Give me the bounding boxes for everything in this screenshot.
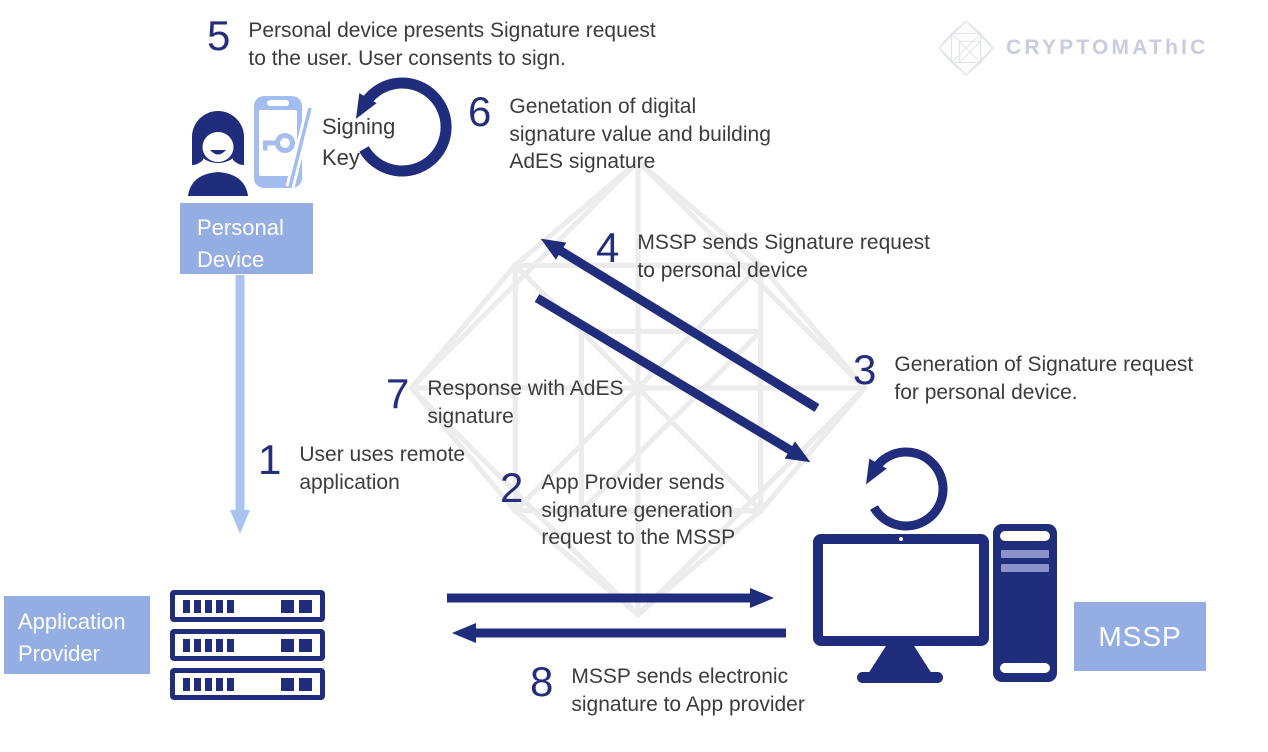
tower-top-slot bbox=[1000, 531, 1050, 541]
computer-tower-icon bbox=[993, 524, 1057, 682]
mssp-box: MSSP bbox=[1074, 602, 1206, 671]
step-6: 6 Genetation of digital signature value … bbox=[468, 88, 771, 176]
step-7: 7 Response with AdES signature bbox=[386, 370, 624, 430]
mssp-refresh-icon bbox=[865, 447, 948, 531]
monitor-stand-base bbox=[857, 672, 943, 683]
personal-device-box: Personal Device bbox=[180, 203, 313, 274]
step-5-number: 5 bbox=[207, 12, 231, 59]
tower-stripe bbox=[1001, 550, 1049, 558]
key-icon bbox=[263, 133, 295, 153]
server-rack-icon bbox=[170, 590, 325, 700]
user-icon bbox=[188, 111, 248, 196]
server-row bbox=[170, 590, 325, 622]
signing-key-label: Signing Key bbox=[322, 114, 396, 170]
stylus-icon bbox=[285, 106, 314, 189]
step-3-number: 3 bbox=[853, 346, 877, 393]
tower-stripe bbox=[1001, 564, 1049, 572]
cryptomathic-logo-icon bbox=[938, 20, 994, 76]
step-1-number: 1 bbox=[258, 436, 282, 483]
step-2-text: App Provider sends signature generation … bbox=[541, 471, 736, 550]
step-8-number: 8 bbox=[530, 658, 554, 705]
camera-dot bbox=[899, 537, 903, 541]
step-1: 1 User uses remote application bbox=[258, 436, 466, 496]
step-4-text: MSSP sends Signature request to personal… bbox=[637, 231, 930, 282]
step-4: 4 MSSP sends Signature request to person… bbox=[596, 224, 930, 284]
step-7-text: Response with AdES signature bbox=[427, 377, 624, 428]
server-row bbox=[170, 668, 325, 700]
step-4-number: 4 bbox=[596, 224, 620, 271]
brand-name: CRYPTOMAThIC bbox=[1006, 36, 1209, 59]
desktop-monitor-icon bbox=[813, 534, 989, 646]
application-provider-box: Application Provider bbox=[4, 596, 150, 674]
application-provider-label: Application Provider bbox=[18, 609, 126, 666]
step-8-text: MSSP sends electronic signature to App p… bbox=[571, 665, 805, 716]
step-6-text: Genetation of digital signature value an… bbox=[509, 95, 771, 174]
server-row bbox=[170, 629, 325, 661]
step-5-text: Personal device presents Signature reque… bbox=[248, 19, 656, 70]
phone-icon bbox=[254, 96, 314, 189]
step-8: 8 MSSP sends electronic signature to App… bbox=[530, 658, 805, 718]
cryptomathic-logo: CRYPTOMAThIC bbox=[938, 20, 1209, 76]
mssp-label: MSSP bbox=[1098, 620, 1182, 652]
tower-bottom-slot bbox=[1000, 663, 1050, 673]
step-2: 2 App Provider sends signature generatio… bbox=[500, 464, 736, 552]
step-1-text: User uses remote application bbox=[299, 443, 466, 494]
signing-key-refresh-icon bbox=[355, 77, 452, 177]
step-3: 3 Generation of Signature request for pe… bbox=[853, 346, 1194, 406]
step-3-text: Generation of Signature request for pers… bbox=[894, 353, 1194, 404]
step-2-number: 2 bbox=[500, 464, 524, 511]
personal-device-label: Personal Device bbox=[197, 215, 284, 272]
step-5: 5 Personal device presents Signature req… bbox=[207, 12, 656, 72]
step-6-number: 6 bbox=[468, 88, 492, 135]
monitor-stand-neck bbox=[868, 644, 932, 674]
step-7-number: 7 bbox=[386, 370, 410, 417]
